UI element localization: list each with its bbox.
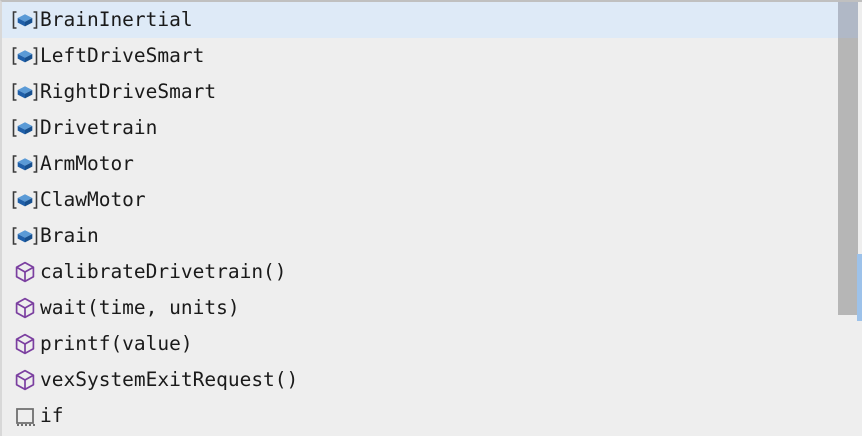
list-item[interactable]: vexSystemExitRequest() — [2, 362, 862, 398]
device-cube-icon — [10, 115, 40, 141]
list-item-label: if — [40, 404, 64, 427]
list-item[interactable]: Drivetrain — [2, 110, 862, 146]
list-item-label: calibrateDrivetrain() — [40, 260, 287, 283]
device-cube-icon — [10, 187, 40, 213]
list-item-label: vexSystemExitRequest() — [40, 368, 299, 391]
function-cube-icon — [10, 259, 40, 285]
list-item-label: printf(value) — [40, 332, 193, 355]
list-item-label: ArmMotor — [40, 152, 134, 175]
list-item[interactable]: wait(time, units) — [2, 290, 862, 326]
list-item-label: BrainInertial — [40, 8, 193, 31]
device-cube-icon — [10, 7, 40, 33]
list-item[interactable]: ClawMotor — [2, 182, 862, 218]
scrollbar-track[interactable] — [838, 2, 858, 436]
list-item[interactable]: calibrateDrivetrain() — [2, 254, 862, 290]
device-cube-icon — [10, 151, 40, 177]
list-item-label: wait(time, units) — [40, 296, 240, 319]
list-item[interactable]: BrainInertial — [2, 2, 862, 38]
list-item-label: Drivetrain — [40, 116, 158, 139]
list-item-label: RightDriveSmart — [40, 80, 217, 103]
list-item-label: ClawMotor — [40, 188, 146, 211]
list-item[interactable]: printf(value) — [2, 326, 862, 362]
list-item[interactable]: RightDriveSmart — [2, 74, 862, 110]
scrollbar-thumb[interactable] — [838, 2, 858, 315]
list-item-label: Brain — [40, 224, 99, 247]
list-item-label: LeftDriveSmart — [40, 44, 205, 67]
scrollbar-gutter — [858, 2, 862, 436]
device-cube-icon — [10, 43, 40, 69]
device-cube-icon — [10, 223, 40, 249]
function-cube-icon — [10, 295, 40, 321]
device-cube-icon — [10, 79, 40, 105]
list-item[interactable]: if — [2, 398, 862, 434]
right-edge-marker — [857, 254, 862, 321]
list-item[interactable]: ArmMotor — [2, 146, 862, 182]
list-item[interactable]: LeftDriveSmart — [2, 38, 862, 74]
keyword-block-icon — [10, 403, 40, 429]
function-cube-icon — [10, 331, 40, 357]
list-item[interactable]: Brain — [2, 218, 862, 254]
function-cube-icon — [10, 367, 40, 393]
